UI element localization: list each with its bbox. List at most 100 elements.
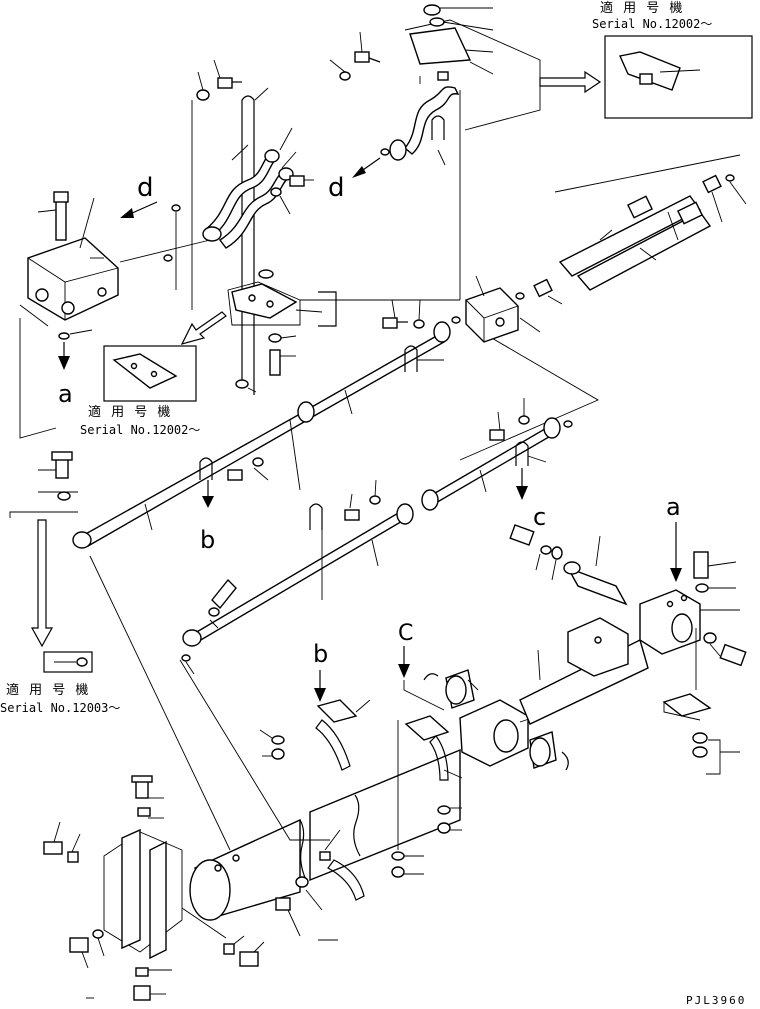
leader-40 bbox=[497, 411, 501, 431]
cylinder-rear-port-1 bbox=[214, 864, 222, 872]
leader-13 bbox=[279, 127, 293, 151]
b-clamp-washer bbox=[271, 735, 285, 745]
leader-3 bbox=[464, 49, 494, 53]
ref-letter-c-upper: C bbox=[398, 621, 413, 646]
center-bracket-assembly: 適 用 号 機 Serial No.12002〜 bbox=[80, 269, 337, 437]
valve-block-body bbox=[27, 237, 119, 321]
d-right-arrowhead bbox=[352, 166, 366, 178]
lower-tube-flange bbox=[396, 503, 414, 525]
lower-tube-end bbox=[182, 629, 202, 647]
cylinder-elbow-washer bbox=[540, 545, 552, 555]
leader-76 bbox=[53, 821, 61, 843]
leader-42 bbox=[527, 455, 547, 463]
clamps: b C bbox=[179, 621, 463, 941]
top-bolt-head bbox=[354, 51, 370, 63]
ref-letter-d-left: d bbox=[137, 173, 154, 203]
bushing-right-face bbox=[529, 737, 551, 767]
top-washer-left bbox=[339, 71, 351, 81]
ref-letter-b-tube: b bbox=[200, 526, 215, 554]
c-clamp-washer bbox=[437, 805, 451, 815]
cylinder-pin bbox=[566, 566, 628, 606]
lower-clamp-guide-2 bbox=[179, 659, 330, 841]
upper-tube-flange bbox=[297, 401, 315, 423]
middle-tube-washer bbox=[518, 415, 530, 425]
tl-hose-fitting-1 bbox=[202, 226, 222, 242]
top-nut bbox=[423, 4, 441, 16]
right-o-ring-1 bbox=[725, 174, 735, 182]
leader-46 bbox=[371, 539, 379, 567]
c-clamp-nut-2 bbox=[391, 866, 405, 878]
left-bolt-head bbox=[51, 451, 73, 461]
bl-bracket-plate-1 bbox=[121, 828, 141, 950]
leader-77 bbox=[71, 833, 81, 853]
bl-right-bolt bbox=[239, 951, 259, 967]
leader-71 bbox=[287, 909, 301, 937]
lower-tube-bolt bbox=[344, 509, 360, 521]
leader-38 bbox=[144, 503, 153, 531]
upper-tube-bolt bbox=[382, 317, 398, 329]
inset-left-jp-label: 適 用 号 機 bbox=[6, 682, 91, 698]
lower-clamp-clip bbox=[319, 851, 331, 861]
leader-9 bbox=[213, 59, 221, 79]
snap-ring-left bbox=[423, 673, 439, 681]
leader-22 bbox=[295, 309, 323, 313]
center-bracket-plate bbox=[231, 283, 298, 319]
rod-eye-bore bbox=[671, 613, 693, 643]
valve-port-1 bbox=[35, 288, 49, 302]
b-clamp-band bbox=[315, 719, 351, 771]
leader-29 bbox=[599, 229, 613, 241]
upper-u-bolt-2 bbox=[199, 457, 213, 480]
right-small-bracket bbox=[662, 693, 712, 717]
leader-51 bbox=[467, 679, 479, 691]
lower-tube-washer bbox=[369, 495, 381, 505]
b-arrowhead bbox=[202, 496, 214, 508]
cylinder-rear-port-2 bbox=[232, 854, 240, 862]
bl-right-clip bbox=[223, 943, 235, 955]
d-left-arrowhead bbox=[120, 208, 134, 218]
inset-top-jp-label: 適 用 号 機 bbox=[600, 0, 685, 16]
bl-bottom-bolt bbox=[133, 985, 151, 1001]
center-inset-frame bbox=[103, 345, 197, 402]
right-hose-assembly bbox=[451, 154, 747, 461]
right-fitting-2 bbox=[533, 278, 553, 298]
cylinder-break-2 bbox=[353, 794, 361, 857]
cylinder-elbow-seal bbox=[551, 546, 563, 560]
leader-7 bbox=[437, 149, 446, 166]
right-o-ring-3 bbox=[451, 316, 461, 324]
tube-flange bbox=[389, 139, 407, 161]
leader-30 bbox=[639, 247, 657, 261]
bl-top-clip bbox=[137, 807, 151, 817]
middle-tube-flange-2 bbox=[543, 417, 561, 439]
c-clamp-guide bbox=[403, 680, 445, 711]
lower-clamp-bolt bbox=[275, 897, 291, 911]
upper-tube-washer bbox=[413, 319, 425, 329]
leader-33 bbox=[519, 317, 541, 333]
valve-o-ring bbox=[58, 332, 70, 340]
lower-clamp-band bbox=[327, 859, 365, 901]
tl-bolt-head bbox=[217, 77, 233, 89]
left-washer bbox=[57, 491, 71, 501]
bl-lower-bolt bbox=[69, 937, 89, 953]
leader-79 bbox=[97, 937, 105, 957]
inset-top-leader bbox=[659, 69, 701, 73]
top-o-ring bbox=[380, 148, 390, 156]
upper-u-bolt bbox=[404, 345, 418, 372]
leader-6 bbox=[329, 59, 346, 73]
leader-84 bbox=[253, 941, 265, 953]
bl-bracket-plate-2 bbox=[149, 840, 167, 960]
center-bracket-brace bbox=[318, 291, 337, 327]
bl-bracket-panel bbox=[103, 831, 183, 953]
leader-43 bbox=[479, 469, 487, 493]
lower-o-ring bbox=[181, 654, 191, 662]
center-bolt bbox=[269, 349, 281, 376]
inset-top-serial-label: Serial No.12002〜 bbox=[592, 17, 712, 31]
left-inset-arrow bbox=[30, 519, 54, 648]
top-clip bbox=[437, 71, 449, 81]
cylinder-rear-cap bbox=[189, 859, 231, 921]
leader-44 bbox=[349, 493, 353, 509]
center-inset-arrow bbox=[180, 311, 227, 345]
left-hose-guide bbox=[89, 555, 231, 851]
middle-u-bolt bbox=[515, 441, 529, 466]
upper-tube-washer-2 bbox=[252, 457, 264, 467]
leader-39 bbox=[344, 389, 353, 415]
